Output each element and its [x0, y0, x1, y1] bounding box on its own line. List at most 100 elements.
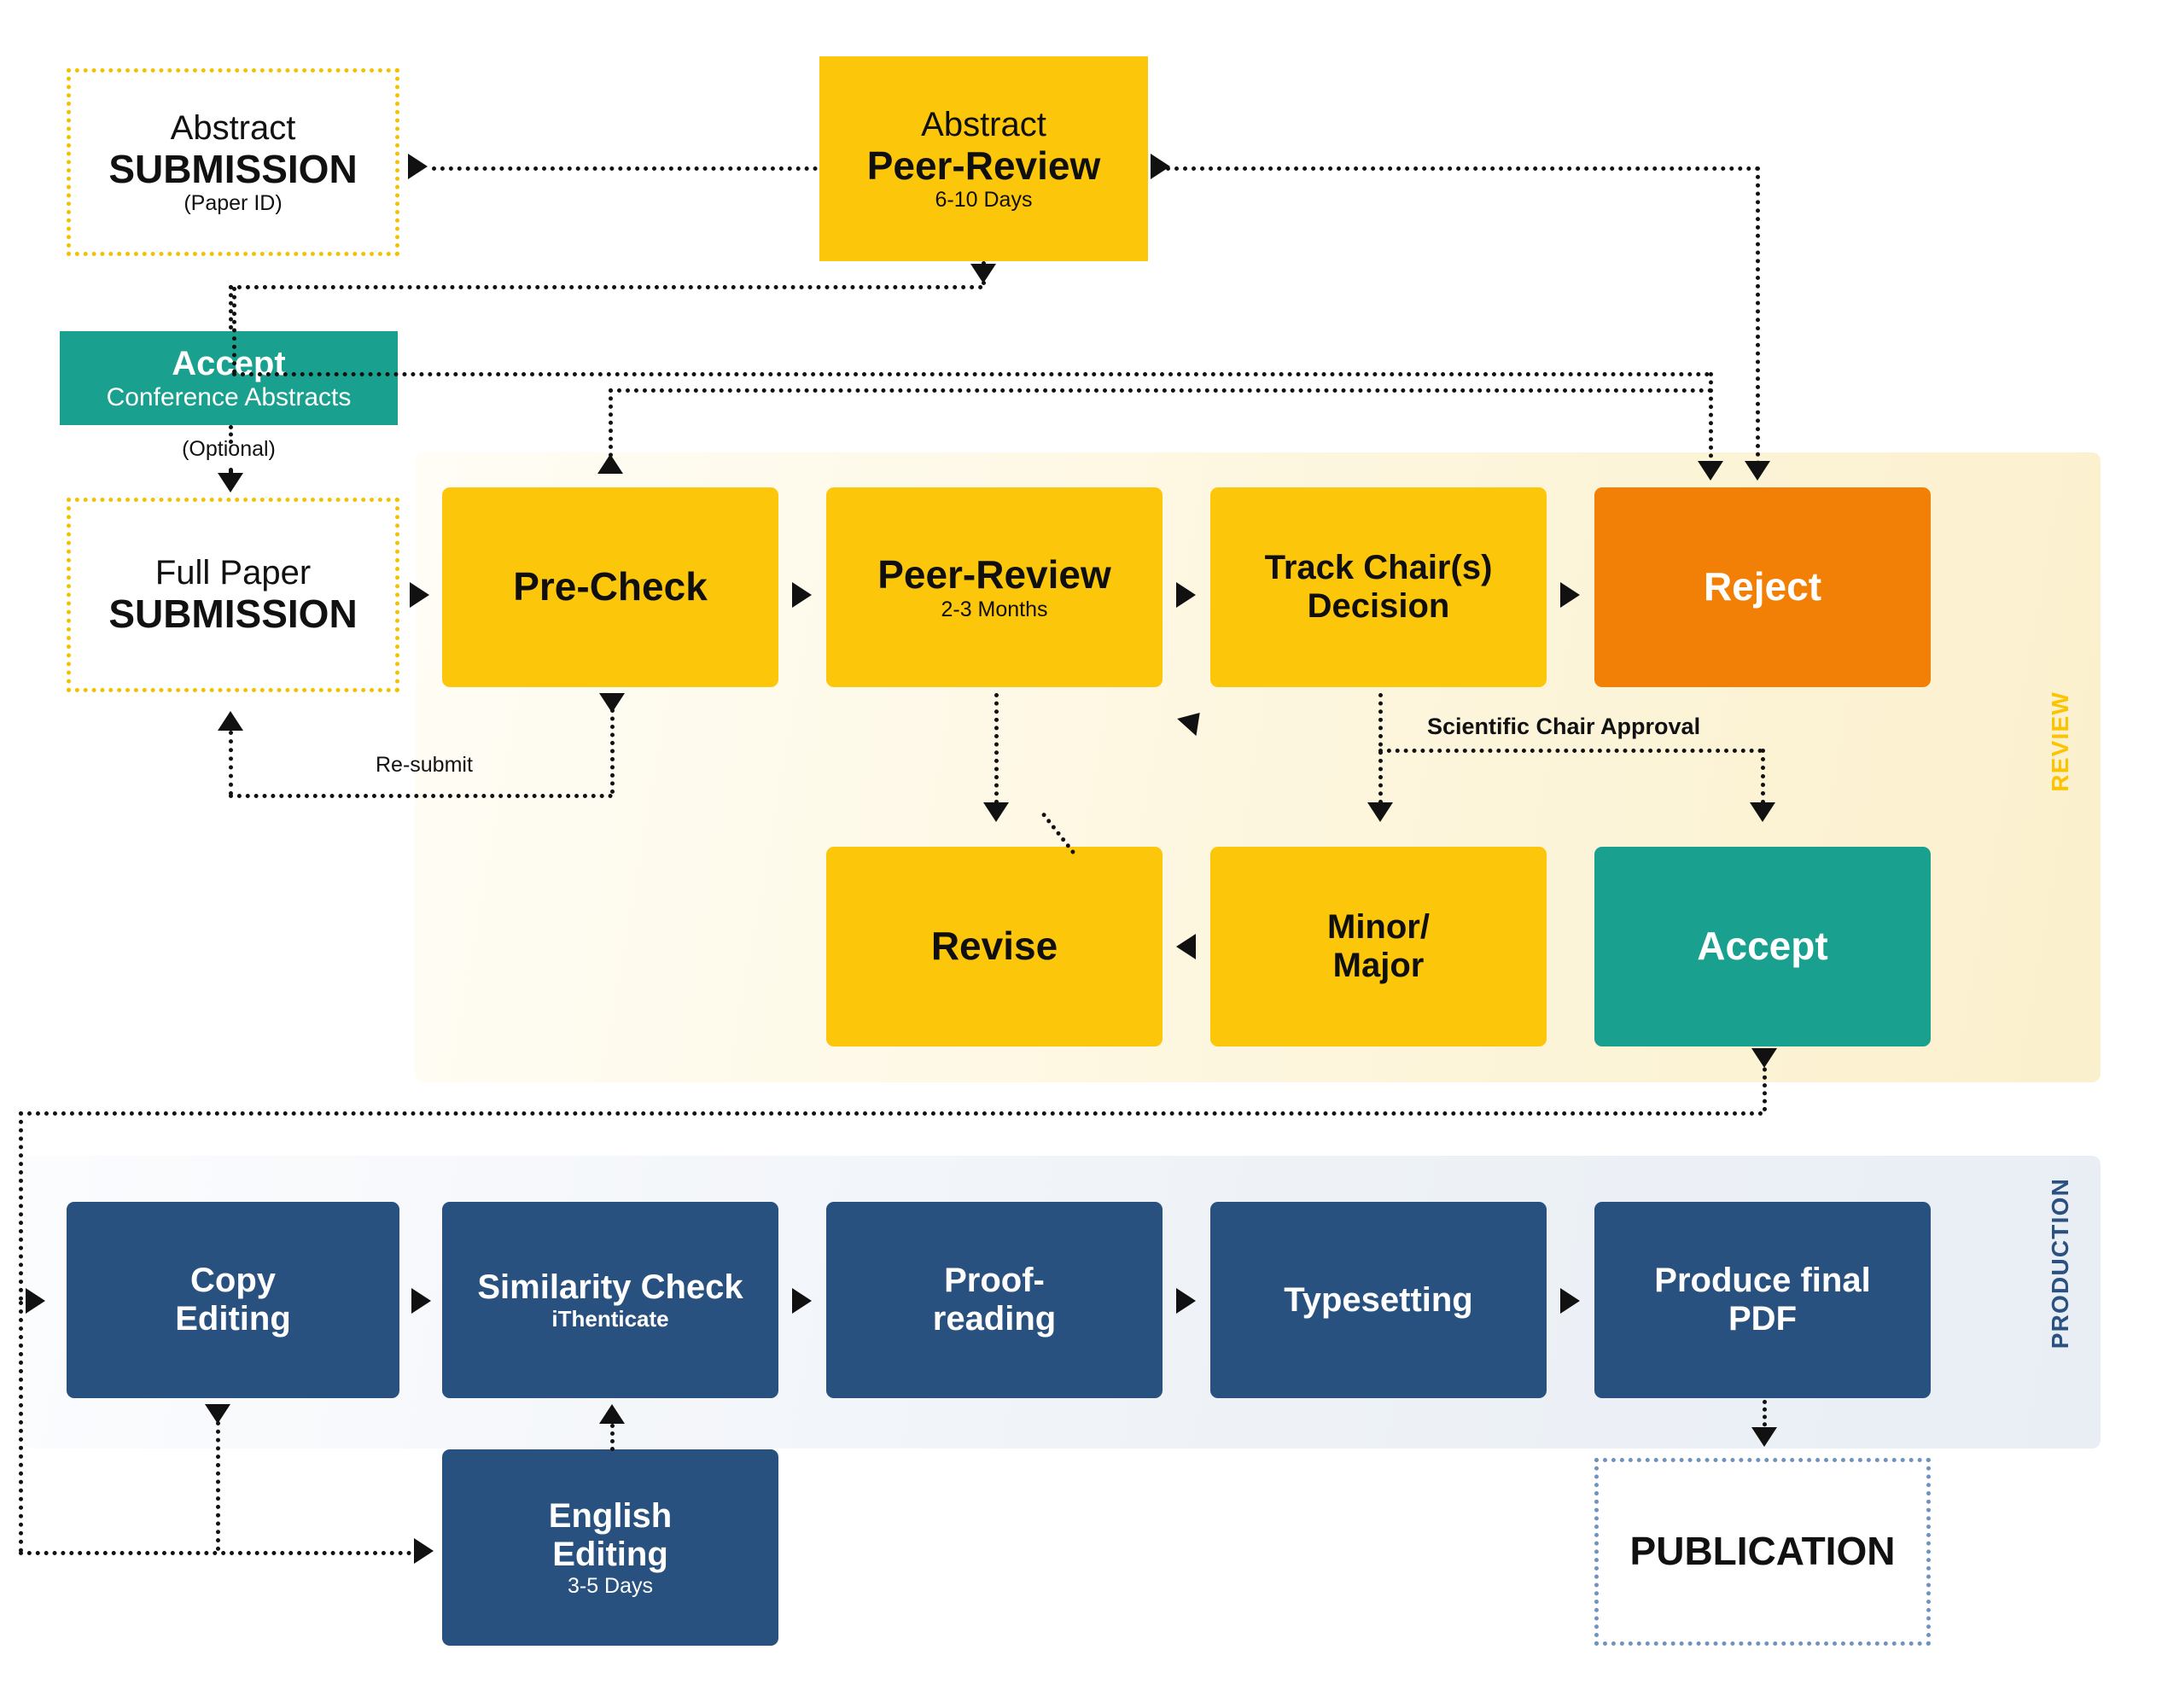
produce-pdf-line1: Produce final [1654, 1262, 1871, 1300]
line-optional-to-fullpaper [229, 468, 233, 476]
arrow-trackchair-to-minormajor [1367, 802, 1393, 822]
copy-editing-line2: Editing [175, 1300, 291, 1338]
pre-check-label: Pre-Check [513, 564, 708, 609]
line-resubmit-horizontal [229, 794, 613, 798]
scientific-chair-approval-label: Scientific Chair Approval [1427, 714, 1701, 739]
copy-editing-line1: Copy [190, 1262, 276, 1300]
arrow-proofreading-to-typesetting [1176, 1288, 1196, 1314]
line-accept-to-production-down [1763, 1052, 1767, 1111]
line-into-precheck-horizontal [609, 388, 1713, 393]
node-publication[interactable]: PUBLICATION [1594, 1458, 1931, 1646]
node-abstract-submission[interactable]: Abstract SUBMISSION (Paper ID) [67, 68, 399, 256]
arrow-abstract-review-to-reject [1745, 461, 1770, 481]
line-abstract-review-to-accept [229, 285, 983, 289]
track-chair-line1: Track Chair(s) [1264, 549, 1493, 587]
line-peerreview-to-revise [994, 693, 999, 804]
arrow-accept-down [1751, 1048, 1777, 1068]
abstract-peer-review-line1: Abstract [921, 105, 1046, 143]
reject-label: Reject [1703, 564, 1822, 609]
node-produce-final-pdf[interactable]: Produce final PDF [1594, 1202, 1931, 1398]
production-band-label: PRODUCTION [2047, 1178, 2073, 1349]
arrow-copy-editing-down [205, 1404, 230, 1424]
node-pre-check[interactable]: Pre-Check [442, 487, 778, 687]
node-revise[interactable]: Revise [826, 847, 1163, 1046]
line-copy-editing-down [216, 1421, 220, 1551]
proofreading-line1: Proof- [944, 1262, 1045, 1300]
line-reject-secondary-from-top [232, 287, 236, 374]
line-into-precheck-vertical [609, 388, 613, 465]
arrow-reject-secondary [1698, 461, 1723, 481]
node-similarity-check[interactable]: Similarity Check iThenticate [442, 1202, 778, 1398]
full-paper-line2: SUBMISSION [108, 591, 358, 636]
accept-conference-line1: Accept [172, 344, 286, 382]
arrow-scientific-chair-to-accept [1750, 802, 1775, 822]
line-reject-secondary-down [1709, 372, 1713, 466]
node-full-paper-submission[interactable]: Full Paper SUBMISSION [67, 498, 399, 692]
node-minor-major[interactable]: Minor/ Major [1210, 847, 1547, 1046]
arrow-resubmit-to-fullpaper [218, 711, 243, 731]
arrow-copy-to-similarity [411, 1288, 431, 1314]
arrow-minormajor-to-revise [1176, 934, 1196, 959]
node-abstract-peer-review[interactable]: Abstract Peer-Review 6-10 Days [819, 56, 1148, 261]
line-abstract-review-down [982, 261, 986, 285]
revise-label: Revise [930, 924, 1058, 969]
node-track-chair-decision[interactable]: Track Chair(s) Decision [1210, 487, 1547, 687]
node-reject[interactable]: Reject [1594, 487, 1931, 687]
node-typesetting[interactable]: Typesetting [1210, 1202, 1547, 1398]
typesetting-label: Typesetting [1284, 1280, 1473, 1319]
similarity-check-line1: Similarity Check [477, 1268, 743, 1307]
arrow-into-english-editing [414, 1538, 434, 1564]
arrow-peerreview-to-revise [983, 802, 1009, 822]
arrow-similarity-to-proofreading [792, 1288, 812, 1314]
line-scientific-chair-approval [1378, 749, 1763, 753]
minor-major-line2: Major [1332, 947, 1425, 984]
arrow-pdf-to-publication [1751, 1427, 1777, 1447]
line-down-to-accept-conference [229, 285, 233, 329]
arrow-into-precheck [597, 454, 623, 474]
line-scientific-chair-approval-down [1761, 749, 1765, 804]
line-resubmit-up [229, 731, 233, 796]
node-proofreading[interactable]: Proof- reading [826, 1202, 1163, 1398]
arrow-precheck-down [599, 693, 625, 713]
node-accept-conference-abstracts[interactable]: Accept Conference Abstracts [60, 331, 398, 425]
arrow-abstract-review-right-head [1151, 154, 1170, 179]
arrow-english-to-similarity [599, 1404, 625, 1424]
arrow-precheck-to-peerreview [792, 582, 812, 608]
node-english-editing[interactable]: English Editing 3-5 Days [442, 1449, 778, 1646]
publication-label: PUBLICATION [1629, 1529, 1896, 1574]
line-submission-to-abstract-review [432, 166, 818, 171]
line-abstract-review-right-down [1756, 166, 1760, 465]
peer-review-sub: 2-3 Months [941, 597, 1048, 621]
line-precheck-down [610, 708, 615, 794]
peer-review-label: Peer-Review [877, 552, 1111, 598]
line-production-entry-down [19, 1111, 23, 1301]
optional-note: (Optional) [182, 437, 276, 461]
line-english-editing-entry [19, 1551, 411, 1555]
abstract-submission-line2: SUBMISSION [108, 146, 358, 191]
similarity-check-sub: iThenticate [551, 1305, 669, 1332]
node-accept-final[interactable]: Accept [1594, 847, 1931, 1046]
minor-major-line1: Minor/ [1327, 908, 1430, 947]
arrow-trackchair-to-reject [1560, 582, 1580, 608]
line-pdf-to-publication [1763, 1400, 1767, 1434]
node-copy-editing[interactable]: Copy Editing [67, 1202, 399, 1398]
arrow-into-copy-editing [26, 1288, 45, 1314]
abstract-submission-sub: (Paper ID) [184, 191, 283, 216]
english-editing-sub: 3-5 Days [567, 1573, 654, 1598]
line-abstract-review-right [1166, 166, 1760, 171]
abstract-peer-review-line2: Peer-Review [866, 143, 1101, 188]
line-reject-secondary-horizontal [232, 372, 1710, 376]
english-editing-line2: Editing [552, 1536, 668, 1573]
track-chair-line2: Decision [1307, 587, 1450, 625]
node-peer-review[interactable]: Peer-Review 2-3 Months [826, 487, 1163, 687]
line-english-editing-left-up [19, 1301, 23, 1553]
line-accept-to-optional [229, 425, 233, 444]
line-accept-to-production-left [19, 1111, 1764, 1116]
arrow-fullpaper-to-precheck [410, 582, 429, 608]
line-english-to-similarity [610, 1424, 615, 1451]
accept-conference-line2: Conference Abstracts [106, 382, 352, 411]
resubmit-label: Re-submit [376, 753, 473, 777]
arrow-typesetting-to-pdf [1560, 1288, 1580, 1314]
review-band-label: REVIEW [2047, 691, 2073, 792]
